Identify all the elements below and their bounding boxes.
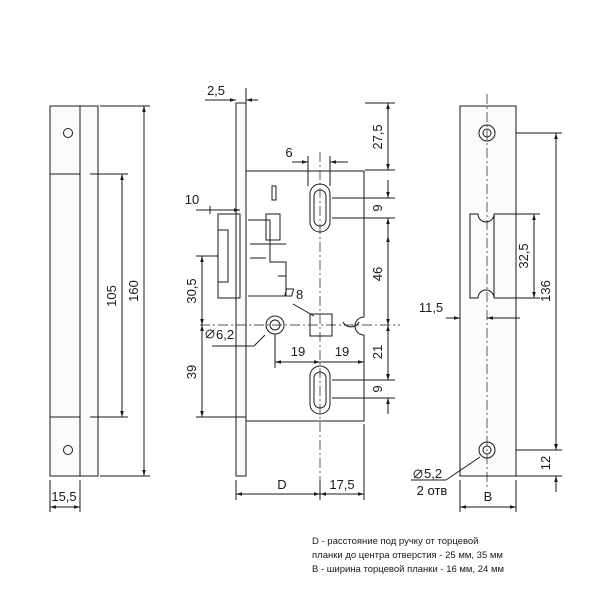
dim-latch-window: 32,5 <box>516 243 531 268</box>
square-size-label: 8 <box>284 287 303 302</box>
dim-faceplate-hole-spacing: 136 <box>538 280 553 302</box>
lock-dimension-lines <box>196 88 395 500</box>
lock-faceplate <box>235 102 247 477</box>
dim-slot-height-top: 9 <box>370 204 385 211</box>
latch-bolt <box>217 213 241 299</box>
dim-center-to-lower-slot: 21 <box>370 345 385 359</box>
note-line-3: B - ширина торцевой планки - 16 мм, 24 м… <box>312 564 505 575</box>
dim-slot-spacing: 46 <box>370 267 385 281</box>
dim-latch-to-center: 30,5 <box>184 278 199 303</box>
dim-mount-hole-count: 2 отв <box>417 483 448 498</box>
dim-faceplate-thickness: 2,5 <box>207 83 225 98</box>
dim-square-size: 8 <box>296 287 303 302</box>
strike-dimension-lines <box>49 105 150 512</box>
dim-slot-height-bottom: 9 <box>370 385 385 392</box>
strike-top-hole <box>63 128 73 138</box>
faceplate-dimension-lines <box>411 132 562 512</box>
strike-bottom-hole <box>63 445 73 455</box>
dim-strike-slot-length: 105 <box>104 285 119 307</box>
dim-backset: D <box>277 477 286 492</box>
dim-strike-width: 15,5 <box>51 489 76 504</box>
lock-centerlines <box>200 152 400 480</box>
dim-bottom-hole-offset: 12 <box>538 456 553 470</box>
dim-slot-width: 6 <box>285 145 292 160</box>
mount-hole-diameter-label: 5,2 <box>413 466 442 481</box>
dim-hole-diameter: 6,2 <box>216 327 234 342</box>
dim-lower-offset: 39 <box>184 365 199 379</box>
strike-plate <box>49 105 99 477</box>
dim-faceplate-offset: 11,5 <box>419 300 443 315</box>
dimension-labels: 15,5 105 160 2,5 27,5 6 9 10 46 30,5 8 6… <box>51 83 553 504</box>
square-symbol-icon <box>284 288 295 297</box>
dim-mount-hole-diameter: 5,2 <box>424 466 442 481</box>
dim-faceplate-width: B <box>484 489 493 504</box>
dim-hole-to-center: 19 <box>291 344 305 359</box>
diameter-symbol-icon <box>205 329 215 339</box>
dim-case-depth: 17,5 <box>329 477 354 492</box>
note-line-1: D - расстояние под ручку от торцевой <box>312 536 479 547</box>
dim-latch-offset: 10 <box>185 192 199 207</box>
dim-strike-height: 160 <box>126 280 141 302</box>
note-line-2: планки до центра отверстия - 25 мм, 35 м… <box>312 550 503 561</box>
mount-diameter-symbol-icon <box>413 469 423 479</box>
lower-screw-slot <box>309 365 331 415</box>
hole-diameter-label: 6,2 <box>205 327 234 342</box>
faceplate <box>459 105 517 477</box>
dim-top-to-slot: 27,5 <box>370 124 385 149</box>
dim-center-to-slot: 19 <box>335 344 349 359</box>
